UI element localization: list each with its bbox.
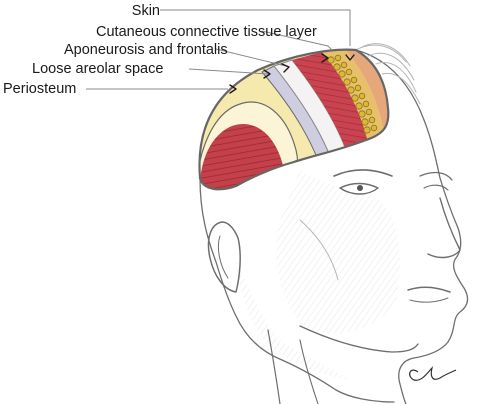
leader-lines xyxy=(86,9,351,90)
areolar-leader-line xyxy=(188,68,269,75)
fat-globules xyxy=(327,54,378,134)
periosteum-arrowhead xyxy=(229,84,237,94)
frontalis-muscle xyxy=(292,52,368,150)
loose-areolar-space-label: Loose areolar space xyxy=(32,61,163,77)
skin-layer xyxy=(344,49,389,134)
skin-arrowhead xyxy=(345,54,355,61)
skin-leader-line xyxy=(160,9,351,46)
skin-label: Skin xyxy=(132,3,160,19)
head-sketch xyxy=(199,43,469,404)
layer-labels: Skin Cutaneous connective tissue layer A… xyxy=(3,3,317,97)
cutaneous-leader-line xyxy=(261,30,333,51)
periosteum-label: Periosteum xyxy=(3,81,76,97)
arrowheads xyxy=(229,53,355,94)
artist-signature-mark xyxy=(409,366,457,381)
aponeurosis-arrowhead xyxy=(281,63,290,73)
cutaway-outline xyxy=(198,48,390,191)
cutaneous-arrowhead xyxy=(321,53,329,63)
aponeurosis-frontalis-label: Aponeurosis and frontalis xyxy=(64,42,228,58)
scalp-cutaway xyxy=(198,48,390,191)
cutaneous-layer xyxy=(322,49,384,142)
areolar-arrowhead xyxy=(263,69,271,79)
aponeurosis-leader-line xyxy=(215,48,287,67)
cutaneous-connective-tissue-label: Cutaneous connective tissue layer xyxy=(96,24,317,40)
